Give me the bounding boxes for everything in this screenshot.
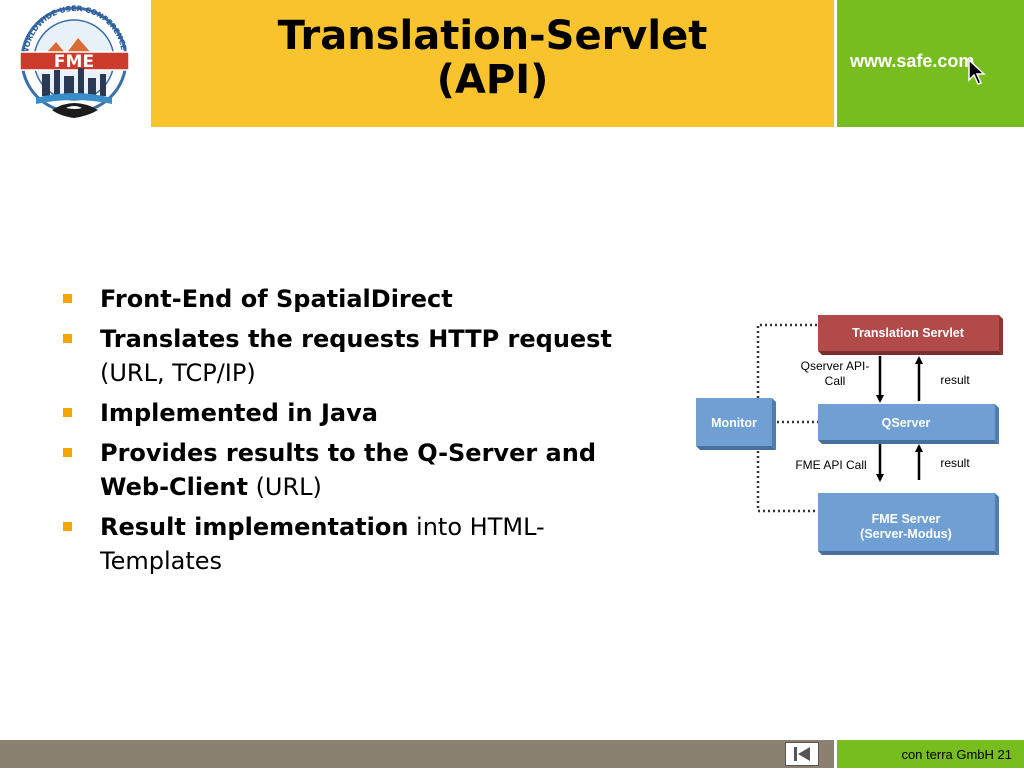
result-lower-label: result	[940, 456, 970, 470]
monitor-box: Monitor	[696, 398, 776, 450]
bullet-text: into HTML-Templates	[100, 513, 545, 575]
bullet-item: Provides results to the Q-Server and Web…	[62, 436, 642, 504]
bullet-item: Front-End of SpatialDirect	[62, 282, 642, 316]
mouse-cursor-icon	[968, 58, 986, 85]
qserver-api-call-label-line-1: Qserver API-	[801, 359, 870, 373]
bullet-square-icon	[63, 294, 72, 303]
bullet-square-icon	[63, 448, 72, 457]
skip-to-start-icon	[794, 747, 810, 761]
title-line-1: Translation-Servlet	[277, 13, 708, 59]
logo-brand-text: FME	[54, 52, 94, 72]
fme-api-call-label: FME API Call	[795, 458, 866, 472]
bullet-square-icon	[63, 408, 72, 417]
bullet-bold-text: Provides results to the Q-Server and Web…	[100, 439, 596, 501]
first-slide-button[interactable]	[785, 742, 819, 766]
logo-panel: WORLDWIDE USER CONFERENCE FME	[0, 0, 149, 127]
title-line-2: (API)	[436, 57, 549, 103]
slide-footer: con terra GmbH 21	[0, 740, 1024, 768]
bullet-item: Result implementation into HTML-Template…	[62, 510, 642, 578]
slide-header: WORLDWIDE USER CONFERENCE FME Translatio…	[0, 0, 1024, 127]
bullet-square-icon	[63, 334, 72, 343]
footer-credit-panel: con terra GmbH 21	[837, 740, 1024, 768]
qserver-box: QServer	[818, 404, 999, 444]
translation-servlet-box: Translation Servlet	[818, 315, 1003, 355]
architecture-diagram: Translation Servlet QServer FME Server (…	[696, 315, 1003, 555]
qserver-label: QServer	[882, 416, 931, 430]
title-panel: Translation-Servlet (API)	[151, 0, 834, 127]
result-upper-label: result	[940, 373, 970, 387]
fme-conference-logo-icon: WORLDWIDE USER CONFERENCE FME	[19, 4, 130, 118]
bullet-item: Translates the requests HTTP request (UR…	[62, 322, 642, 390]
bullet-text: (URL)	[247, 473, 322, 501]
translation-servlet-label: Translation Servlet	[852, 326, 965, 340]
bullet-bold-text: Translates the requests HTTP request	[100, 325, 612, 353]
bullet-item: Implemented in Java	[62, 396, 642, 430]
fme-server-label-line-1: FME Server	[872, 512, 941, 526]
dotted-connectors	[756, 323, 818, 513]
monitor-label: Monitor	[711, 416, 757, 430]
qserver-api-call-label-line-2: Call	[825, 374, 846, 388]
fme-server-label-line-2: (Server-Modus)	[860, 527, 952, 541]
fme-server-box: FME Server (Server-Modus)	[818, 493, 999, 555]
url-panel: www.safe.com	[837, 0, 1024, 127]
footer-bar	[0, 740, 834, 768]
bullet-text: (URL, TCP/IP)	[100, 359, 256, 387]
flow-arrows	[876, 356, 923, 482]
bullet-bold-text: Implemented in Java	[100, 399, 378, 427]
bullet-bold-text: Result implementation	[100, 513, 409, 541]
bullet-square-icon	[63, 522, 72, 531]
monitor-to-fme-connector	[756, 446, 818, 513]
bullet-bold-text: Front-End of SpatialDirect	[100, 285, 453, 313]
slide-title: Translation-Servlet (API)	[151, 14, 834, 102]
footer-credit: con terra GmbH 21	[901, 747, 1012, 762]
website-link[interactable]: www.safe.com	[850, 51, 975, 71]
bullet-list: Front-End of SpatialDirect Translates th…	[62, 282, 642, 584]
